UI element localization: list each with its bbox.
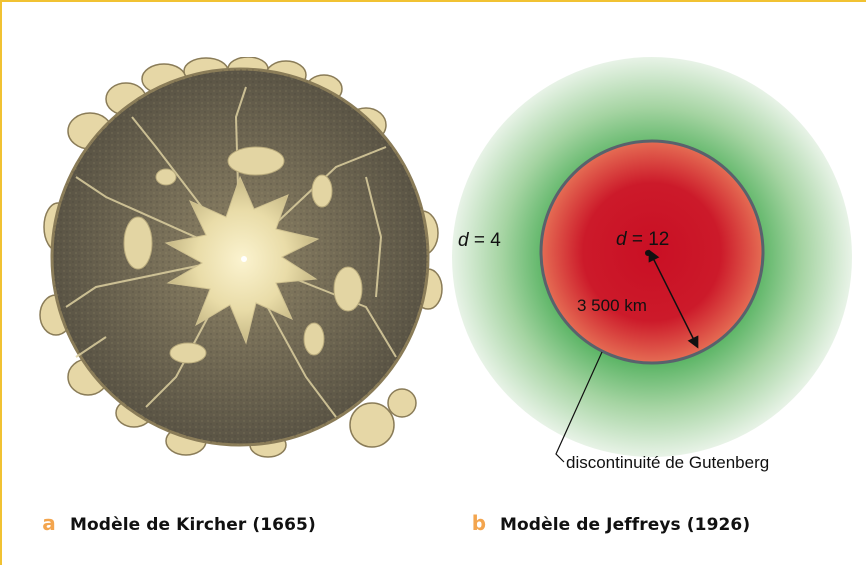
caption-badge-b: b — [470, 514, 488, 532]
caption-kircher: a Modèle de Kircher (1665) — [40, 514, 316, 535]
core-density-label: d = 12 — [616, 229, 669, 250]
core-center-dot — [645, 250, 651, 256]
jeffreys-core — [541, 141, 763, 363]
gutenberg-discontinuity-label: discontinuité de Gutenberg — [566, 453, 769, 472]
mantle-density-label: d = 4 — [458, 230, 501, 251]
jeffreys-model-diagram: d = 4 d = 12 3 500 km discontinuité de G… — [432, 2, 866, 502]
kircher-earth-illustration — [36, 57, 444, 461]
caption-text-a: Modèle de Kircher (1665) — [70, 515, 316, 535]
core-radius-label: 3 500 km — [577, 296, 647, 315]
caption-text-b: Modèle de Jeffreys (1926) — [500, 515, 750, 535]
caption-jeffreys: b Modèle de Jeffreys (1926) — [470, 514, 750, 535]
caption-badge-a: a — [40, 514, 58, 532]
